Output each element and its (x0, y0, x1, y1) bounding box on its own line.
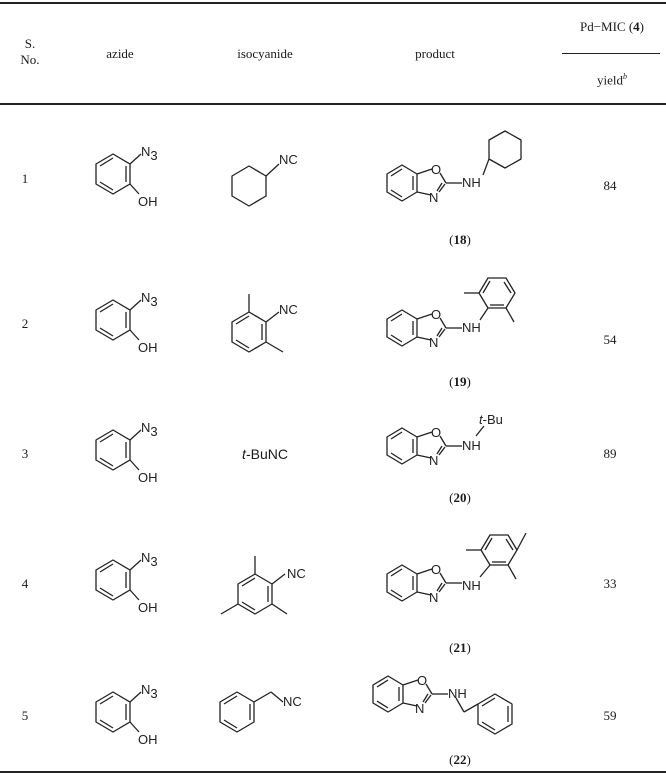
row-1-oh-label: OH (138, 194, 158, 209)
row-2-n3-label: N3 (141, 290, 158, 309)
row-2-isocyanide-structure: NC (231, 294, 298, 353)
row-3-tbunc-t: t (242, 446, 246, 462)
header-sno-line1: S. (24, 36, 36, 51)
row-2-oh-label: OH (138, 340, 158, 355)
row-4-yield: 33 (603, 576, 617, 591)
header-catalyst-text: Pd−MIC ( (579, 19, 634, 34)
row-4-azide-structure: N3 OH (95, 550, 158, 615)
row-2-n-label: N (429, 335, 438, 350)
row-3-azide-structure: N3 OH (95, 420, 158, 485)
row-2-product-structure: O N NH (386, 277, 516, 350)
row-4-compound-label: (21) (449, 640, 471, 655)
row-2-compound-label: (19) (449, 374, 471, 389)
header-catalyst-num: 4 (633, 19, 640, 34)
row-5-n-label: N (415, 701, 424, 716)
row-5-n3-label: N3 (141, 682, 158, 701)
row-3-nh-label: NH (462, 438, 481, 453)
row-1-o-label: O (431, 162, 441, 177)
row-5-nc-label: NC (283, 694, 302, 709)
row-3-n3-label: N3 (141, 420, 158, 439)
row-3-yield: 89 (603, 446, 617, 461)
row-5-number: 5 (21, 708, 29, 723)
bottom-rule (0, 771, 666, 773)
row-3-o-label: O (431, 425, 441, 440)
row-1-yield: 84 (603, 178, 617, 193)
header-yield: yieldb (560, 72, 664, 88)
header-catalyst: Pd−MIC (4) (560, 19, 664, 35)
row-5-azide-structure: N3 OH (95, 682, 158, 747)
row-5-yield: 59 (603, 708, 617, 723)
row-1-n3-label: N3 (141, 144, 158, 163)
row-2-azide-structure: N3 OH (95, 290, 158, 355)
row-2-o-label: O (431, 307, 441, 322)
row-1-nh-label: NH (462, 175, 481, 190)
row-3-tbunc-rest: -BuNC (245, 446, 288, 462)
row-1-nc-label: NC (279, 152, 298, 167)
yield-subrule (562, 53, 660, 54)
row-5-isocyanide-structure: NC (219, 691, 302, 733)
row-2-yield: 54 (603, 332, 617, 347)
row-4-compound-number: 21 (453, 640, 467, 655)
row-4-nc-label: NC (287, 566, 306, 581)
row-2-compound-number: 19 (453, 374, 467, 389)
row-5-compound-number: 22 (453, 752, 467, 767)
row-2-nc-label: NC (279, 302, 298, 317)
row-4-product-structure: O N NH (386, 532, 527, 605)
row-1-compound-label: (18) (449, 232, 471, 247)
row-4-n3-label: N3 (141, 550, 158, 569)
header-isocyanide: isocyanide (237, 46, 293, 61)
header-rule (0, 103, 666, 105)
row-1-compound-number: 18 (453, 232, 467, 247)
header-sno-line2: No. (20, 52, 40, 67)
row-1-azide-structure: N3 OH (95, 144, 158, 209)
row-4-nh-label: NH (462, 578, 481, 593)
row-3-product-structure: O N NH t-Bu (386, 412, 503, 468)
row-3-compound-number: 20 (453, 490, 467, 505)
row-4-n-label: N (429, 590, 438, 605)
row-3-tbu-label: t-Bu (479, 412, 503, 427)
row-3-isocyanide-text: t-BuNC (225, 446, 305, 462)
row-5-compound-label: (22) (449, 752, 471, 767)
header-catalyst-close: ) (639, 19, 645, 34)
row-3-n-label: N (429, 453, 438, 468)
row-3-compound-label: (20) (449, 490, 471, 505)
row-5-oh-label: OH (138, 732, 158, 747)
row-1-product-structure: O N NH (386, 130, 522, 205)
row-5-nh-label: NH (448, 686, 467, 701)
row-4-oh-label: OH (138, 600, 158, 615)
row-1-isocyanide-structure: NC (231, 152, 298, 207)
header-yield-sup: b (623, 72, 627, 81)
header-product: product (415, 46, 455, 61)
row-1-number: 1 (21, 171, 29, 186)
row-2-number: 2 (21, 316, 29, 331)
row-3-number: 3 (21, 446, 29, 461)
header-azide: azide (106, 46, 134, 61)
top-rule (0, 2, 666, 4)
row-5-o-label: O (417, 673, 427, 688)
row-1-n-label: N (429, 190, 438, 205)
row-4-o-label: O (431, 562, 441, 577)
row-2-nh-label: NH (462, 320, 481, 335)
row-4-isocyanide-structure: NC (220, 556, 306, 615)
row-5-product-structure: O N NH (372, 673, 513, 735)
header-sno: S. No. (10, 36, 50, 68)
row-3-oh-label: OH (138, 470, 158, 485)
row-4-number: 4 (21, 576, 29, 591)
header-yield-text: yield (597, 72, 623, 88)
